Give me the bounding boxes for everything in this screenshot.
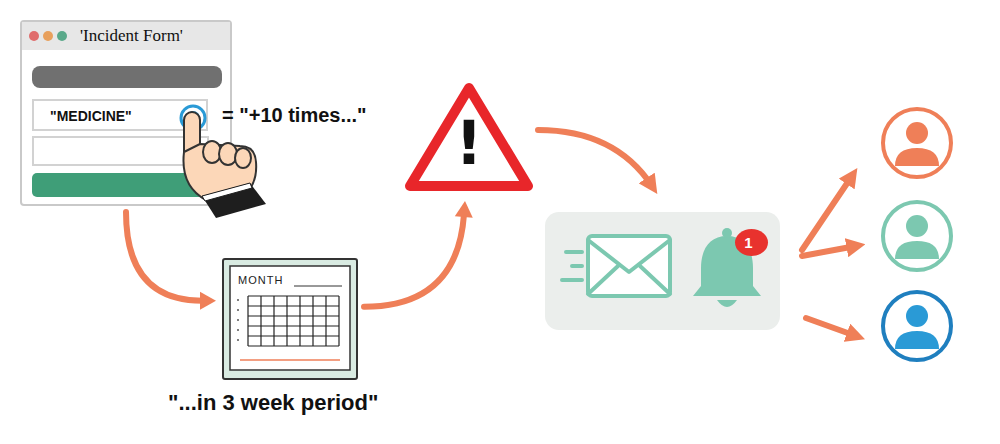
node-text: ! — [402, 110, 536, 176]
bell-icon — [693, 228, 761, 307]
email-icon — [562, 236, 670, 296]
flow-arrow — [806, 318, 856, 336]
period-label: "...in 3 week period" — [168, 390, 378, 416]
node-text: "MEDICINE" — [50, 108, 132, 124]
flow-arrow — [802, 176, 852, 250]
flow-arrow — [538, 130, 652, 186]
node-text: 1 — [735, 229, 762, 256]
calendar-icon: MONTH — [222, 258, 358, 380]
flow-connector — [126, 212, 216, 310]
flow-connector — [364, 201, 473, 307]
person-icon — [883, 292, 951, 360]
flow-arrow — [802, 246, 856, 256]
node-text: 'Incident Form' — [80, 26, 183, 46]
notification-panel — [545, 212, 780, 330]
warning-sign: ! — [402, 80, 542, 195]
note-label: = "+10 times..." — [222, 104, 367, 127]
person-icon — [883, 202, 951, 270]
person-icon — [883, 109, 951, 177]
node-text: MONTH — [238, 274, 283, 286]
notification-badge: 1 — [735, 229, 768, 256]
